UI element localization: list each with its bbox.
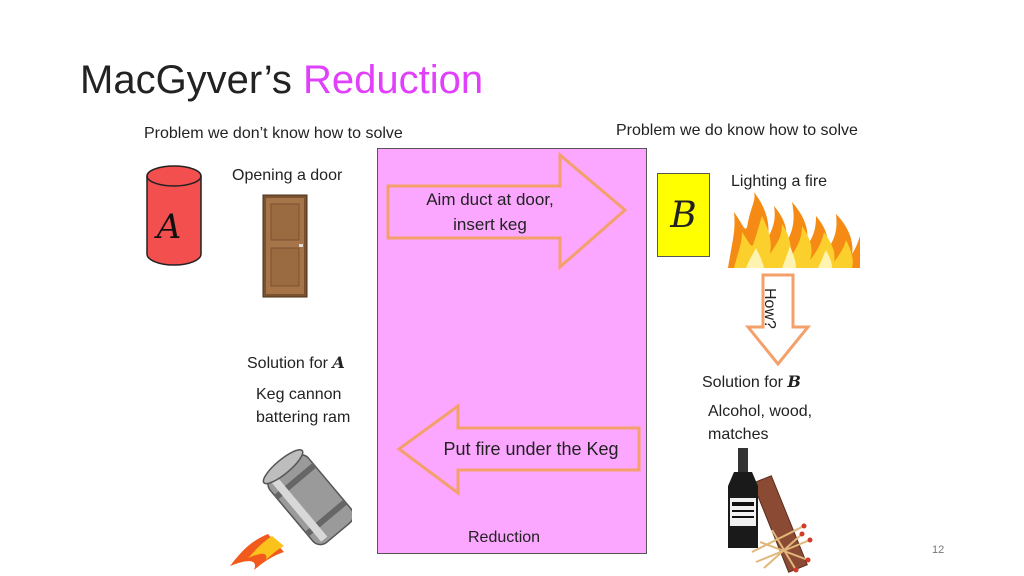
solution-a-line2: battering ram xyxy=(256,409,351,426)
cylinder-a-icon: A xyxy=(146,165,202,266)
door-icon xyxy=(262,194,308,298)
reduction-label: Reduction xyxy=(468,529,541,546)
alcohol-wood-matches-icon xyxy=(728,448,813,573)
fire-icon xyxy=(728,192,860,268)
symbol-b: B xyxy=(670,194,697,236)
lighting-fire-label: Lighting a fire xyxy=(731,173,828,190)
title-accent: Reduction xyxy=(303,58,484,102)
solution-b-label: Solution for B xyxy=(702,372,801,392)
solution-a-detail: Keg cannon battering ram xyxy=(256,383,350,429)
arrow-top-line1: Aim duct at door, xyxy=(426,190,554,209)
solution-a-line1: Keg cannon xyxy=(256,386,342,403)
solution-a-text: Solution for xyxy=(247,355,333,372)
arrow-left-icon xyxy=(396,404,641,496)
solution-b-text: Solution for xyxy=(702,374,788,391)
arrow-top-line2: insert keg xyxy=(453,215,527,234)
solution-b-line2: matches xyxy=(708,426,769,443)
arrow-down-icon xyxy=(745,273,811,367)
b-box: B xyxy=(657,173,710,257)
arrow-right-icon xyxy=(386,152,628,271)
page-number: 12 xyxy=(932,544,945,556)
solution-b-line1: Alcohol, wood, xyxy=(708,403,813,420)
page-title: MacGyver’s Reduction xyxy=(80,58,483,103)
title-main: MacGyver’s xyxy=(80,58,292,102)
arrow-top-text: Aim duct at door, insert keg xyxy=(395,187,585,237)
solution-b-detail: Alcohol, wood, matches xyxy=(708,400,812,446)
solution-a-label: Solution for A xyxy=(247,353,345,373)
how-label: How? xyxy=(761,288,778,329)
solution-a-symbol: A xyxy=(332,353,345,372)
keg-rocket-icon xyxy=(230,449,352,570)
problem-known-label: Problem we do know how to solve xyxy=(616,122,858,139)
problem-unknown-label: Problem we don’t know how to solve xyxy=(144,125,403,142)
opening-door-label: Opening a door xyxy=(232,167,343,184)
symbol-a: A xyxy=(154,207,182,247)
solution-b-symbol: B xyxy=(787,372,801,391)
arrow-bottom-text: Put fire under the Keg xyxy=(443,439,619,459)
